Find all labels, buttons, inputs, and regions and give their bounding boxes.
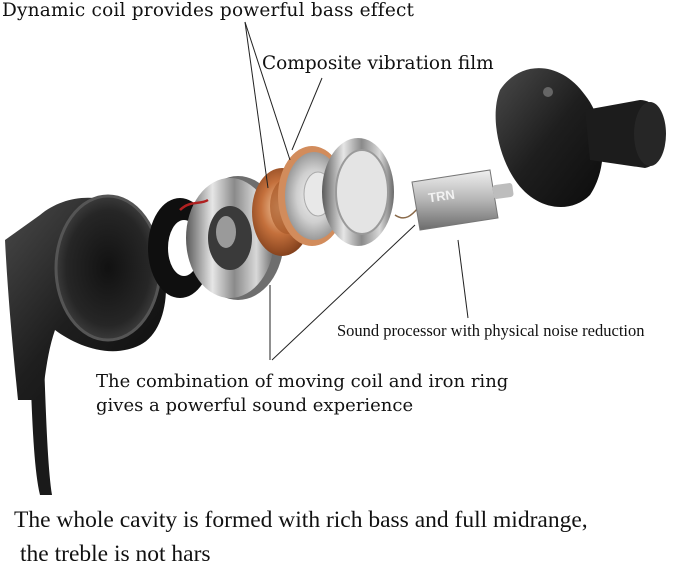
- dynamic-coil-label: Dynamic coil provides powerful bass effe…: [2, 0, 415, 21]
- sound-processor-box: [411, 169, 499, 231]
- rear-shell: [495, 68, 603, 208]
- vibration-film-label: Composite vibration film: [262, 53, 494, 74]
- leader-film: [291, 77, 323, 151]
- sound-processor-label: Sound processor with physical noise redu…: [337, 321, 645, 340]
- processor-nozzle: [492, 183, 514, 199]
- combination-label-line1: The combination of moving coil and iron …: [96, 371, 509, 392]
- combination-label: The combination of moving coil and iron …: [96, 370, 508, 418]
- housing-front-cavity: [56, 196, 160, 340]
- magnet-core-shine: [216, 216, 236, 248]
- coil-wire: [179, 198, 209, 211]
- combination-label-line2: gives a powerful sound experience: [96, 395, 414, 416]
- trn-brand-mark: TRN: [427, 187, 456, 206]
- rear-shell-vent: [543, 87, 553, 97]
- leader-comb-2: [271, 224, 416, 361]
- front-cover-inner: [335, 149, 389, 235]
- leader-proc: [457, 239, 469, 319]
- nozzle-tip: [634, 102, 666, 166]
- cavity-caption: The whole cavity is formed with rich bas…: [14, 503, 588, 571]
- leader-dyn-1: [244, 21, 269, 189]
- leader-lines: [244, 21, 469, 361]
- processor-wire: [394, 207, 419, 219]
- cavity-caption-line1: The whole cavity is formed with rich bas…: [14, 507, 588, 533]
- cavity-caption-line2: the treble is not hars: [20, 541, 211, 567]
- leader-dyn-2: [244, 21, 291, 161]
